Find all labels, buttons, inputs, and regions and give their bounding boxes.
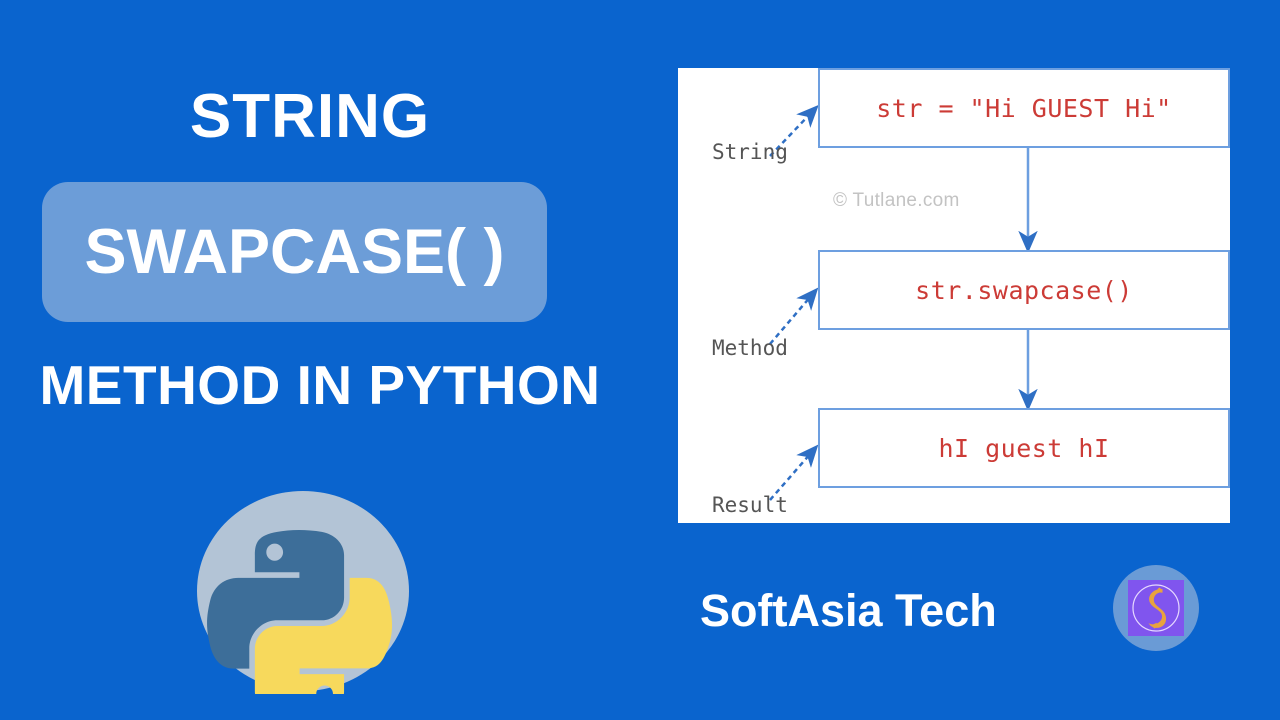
diagram-watermark: © Tutlane.com	[833, 190, 960, 211]
flow-box-result: hI guest hI	[818, 408, 1230, 488]
page-title-line-1: STRING	[189, 82, 431, 151]
flow-label-result: Result	[712, 493, 788, 517]
softasia-s-logo-icon	[1113, 565, 1199, 651]
brand-name: SoftAsia Tech	[700, 585, 997, 636]
flow-label-method: Method	[712, 336, 788, 360]
swapcase-flow-diagram: str = "Hi GUEST Hi" str.swapcase() hI gu…	[678, 68, 1230, 523]
flow-box-string: str = "Hi GUEST Hi"	[818, 68, 1230, 148]
flow-box-method: str.swapcase()	[818, 250, 1230, 330]
page-title-line-2: SWAPCASE( )	[84, 216, 505, 287]
python-logo-icon	[194, 488, 412, 718]
title-highlight-box	[42, 182, 547, 322]
flow-label-string: String	[712, 140, 788, 164]
page-title-line-3: METHOD IN PYTHON	[39, 354, 601, 416]
diagram-connectors	[769, 104, 1038, 501]
